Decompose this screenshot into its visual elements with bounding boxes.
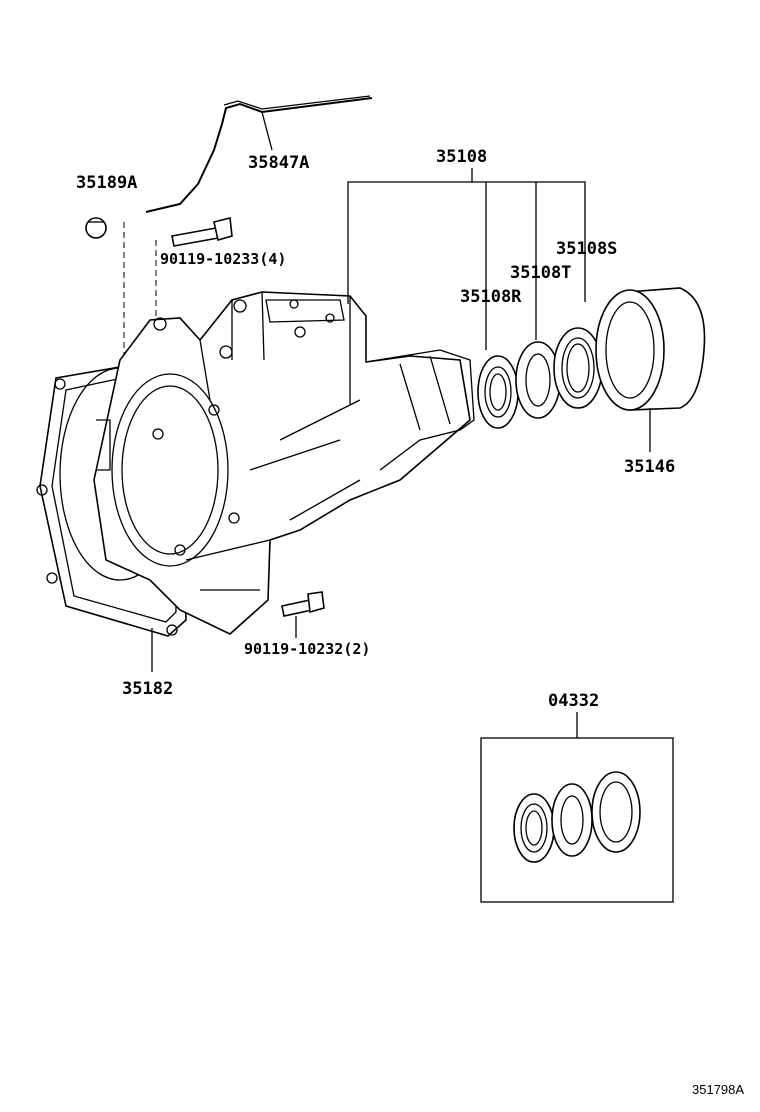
label-35847A: 35847A xyxy=(248,153,309,173)
label-35108S: 35108S xyxy=(556,239,617,259)
label-90119-10232: 90119-10232(2) xyxy=(244,640,370,658)
label-35108R: 35108R xyxy=(460,287,522,307)
breather-hose-35847A[interactable] xyxy=(145,95,373,213)
label-35182: 35182 xyxy=(122,679,173,699)
transfer-case-housing[interactable] xyxy=(93,291,475,635)
leader-35847A xyxy=(261,111,273,151)
leader-bracket-35108 xyxy=(347,168,586,350)
oil-seal-35108R[interactable] xyxy=(477,355,519,429)
label-35189A: 35189A xyxy=(76,173,137,193)
bolt-90119-10232[interactable] xyxy=(281,591,325,617)
label-35146: 35146 xyxy=(624,457,675,477)
ring-35108T[interactable] xyxy=(515,341,561,419)
oil-seal-35108S[interactable] xyxy=(553,327,603,409)
dust-cover-35146[interactable] xyxy=(595,287,706,411)
seal-kit-box-04332[interactable] xyxy=(480,712,674,903)
label-35108T: 35108T xyxy=(510,263,571,283)
plug-35189A[interactable] xyxy=(85,217,107,239)
label-90119-10233: 90119-10233(4) xyxy=(160,250,286,268)
bolt-90119-10233[interactable] xyxy=(171,217,233,247)
figure-code: 351798A xyxy=(692,1082,744,1097)
label-35108: 35108 xyxy=(436,147,487,167)
label-04332: 04332 xyxy=(548,691,599,711)
